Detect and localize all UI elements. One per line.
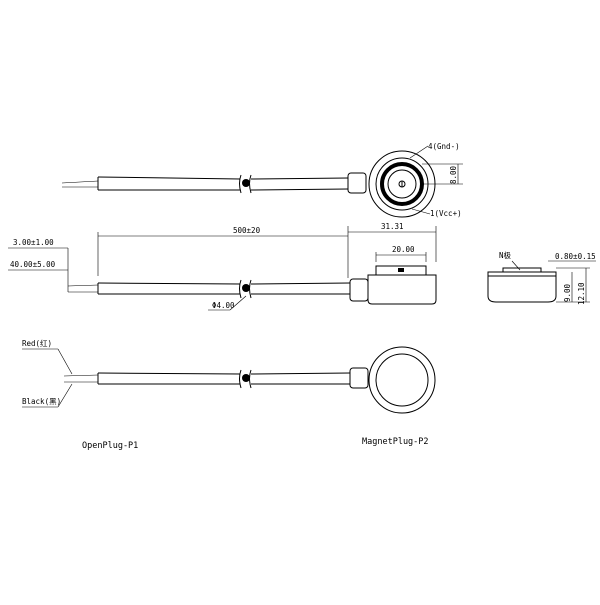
dia-leader — [229, 295, 247, 311]
pole-leader — [511, 260, 521, 271]
dim-height-inner: 9.00 — [563, 283, 572, 302]
strain-relief-bottom — [349, 367, 369, 389]
dim-strip-long: 40.00±5.00 — [10, 260, 56, 269]
wire-red-label: Red(红) — [22, 338, 52, 348]
dim-cable-dia: Φ4.00 — [212, 301, 235, 310]
bottom-view: Red(红) Black(黑) — [22, 338, 436, 414]
plug-inner-bottom — [375, 353, 429, 407]
gnd-leader — [409, 145, 429, 159]
plug-inner-ring — [387, 169, 417, 199]
cable-top-edge — [97, 176, 241, 180]
plug-pin-front — [398, 268, 404, 272]
dim-inner-label: 8.00 — [449, 165, 458, 184]
caption-magnetplug: MagnetPlug-P2 — [362, 437, 429, 447]
red-leader — [57, 348, 73, 375]
cable-top-front-2 — [250, 282, 351, 285]
wire-red — [63, 374, 99, 377]
black-leader — [57, 383, 73, 408]
caption-openplug: OpenPlug-P1 — [82, 441, 138, 451]
plug-top-step — [375, 265, 427, 275]
pin-vcc-label: 1(Vcc+) — [430, 209, 462, 218]
wire-end-upper — [61, 180, 99, 184]
cable-top-bottom — [97, 372, 241, 375]
dim-cable-length: 500±20 — [233, 226, 261, 235]
wire-end-upper-front — [67, 284, 99, 287]
plug-outer-bottom — [368, 346, 436, 414]
cable-break-dot-bottom — [242, 374, 250, 382]
plug-body-side — [487, 271, 557, 303]
cable-break-dot — [242, 179, 250, 187]
dim-plug-width: 20.00 — [392, 245, 415, 254]
cable-top-edge-2 — [250, 177, 349, 180]
dim-plug-length: 31.31 — [381, 222, 404, 231]
pole-label: N极 — [499, 250, 512, 260]
dim-strip-small: 3.00±1.00 — [13, 238, 54, 247]
cable-top-bottom-2 — [250, 372, 351, 375]
vcc-leader — [411, 208, 431, 215]
plug-body-front — [367, 274, 437, 305]
pin-gnd-label: 4(Gnd-) — [428, 142, 460, 151]
strain-relief — [347, 172, 367, 194]
cable-top-front — [97, 282, 241, 285]
dim-thickness: 0.80±0.15 — [555, 252, 596, 261]
dim-height-total: 12.10 — [577, 282, 586, 305]
front-view: 3.00±1.00 40.00±5.00 500±20 31.31 20.00 — [8, 222, 437, 311]
cable-break-dot-front — [242, 284, 250, 292]
strain-relief-front — [349, 278, 369, 302]
cable-bottom-edge-2 — [250, 188, 349, 191]
side-view: N极 0.80±0.15 9.00 12.10 — [487, 250, 596, 305]
wire-black-label: Black(黑) — [22, 397, 61, 406]
plug-side-top — [502, 267, 542, 272]
top-view: 4(Gnd-) 1(Vcc+) 8.00 — [61, 142, 463, 218]
